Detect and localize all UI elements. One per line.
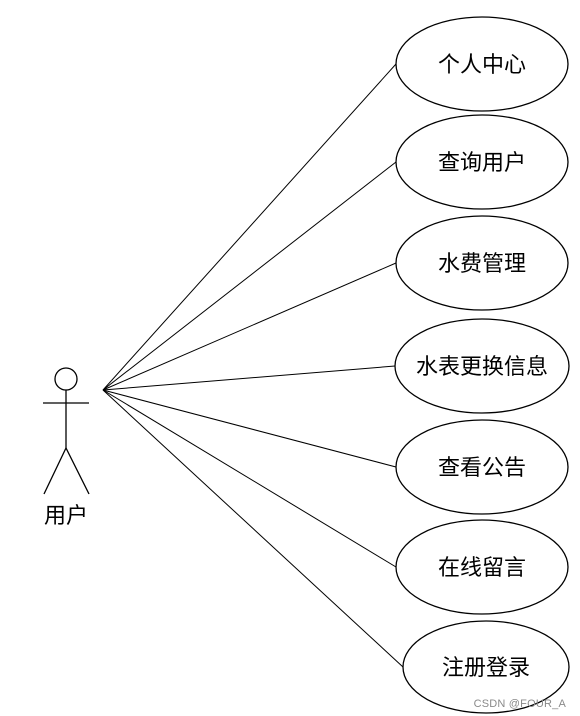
actor-right-leg [65,447,90,495]
actor-user [43,367,90,495]
use-case-label: 个人中心 [438,53,526,78]
actor-head [54,367,78,391]
use-case-ellipse [395,114,569,210]
association-line [102,389,397,568]
use-case: 水表更换信息 [394,318,570,414]
use-case: 查看公告 [395,419,569,515]
use-case-label: 查询用户 [438,151,526,176]
use-case: 查询用户 [395,114,569,210]
use-case-label: 注册登录 [442,656,530,681]
association-line [102,365,396,391]
use-case-label: 水费管理 [438,252,526,277]
use-case: 在线留言 [395,519,569,615]
association-line [102,63,397,391]
use-case-label: 查看公告 [438,456,526,481]
use-case: 注册登录 [402,620,570,714]
use-case-ellipse [395,215,569,311]
use-case: 水费管理 [395,215,569,311]
association-line [102,161,397,391]
use-case-label: 水表更换信息 [416,355,548,380]
use-case-ellipse [394,318,570,414]
use-case-label: 在线留言 [438,556,526,581]
association-lines [102,63,404,668]
use-case-ellipse [395,16,569,112]
watermark: CSDN @FOUR_A [473,698,566,710]
use-case-ellipse [395,419,569,515]
actor-left-leg [43,447,67,495]
association-line [102,389,397,468]
use-case-ellipse [402,620,570,714]
association-line [102,389,404,668]
use-case-ellipse [395,519,569,615]
actor-label: 用户 [44,504,88,529]
use-case: 个人中心 [395,16,569,112]
association-line [102,262,397,391]
